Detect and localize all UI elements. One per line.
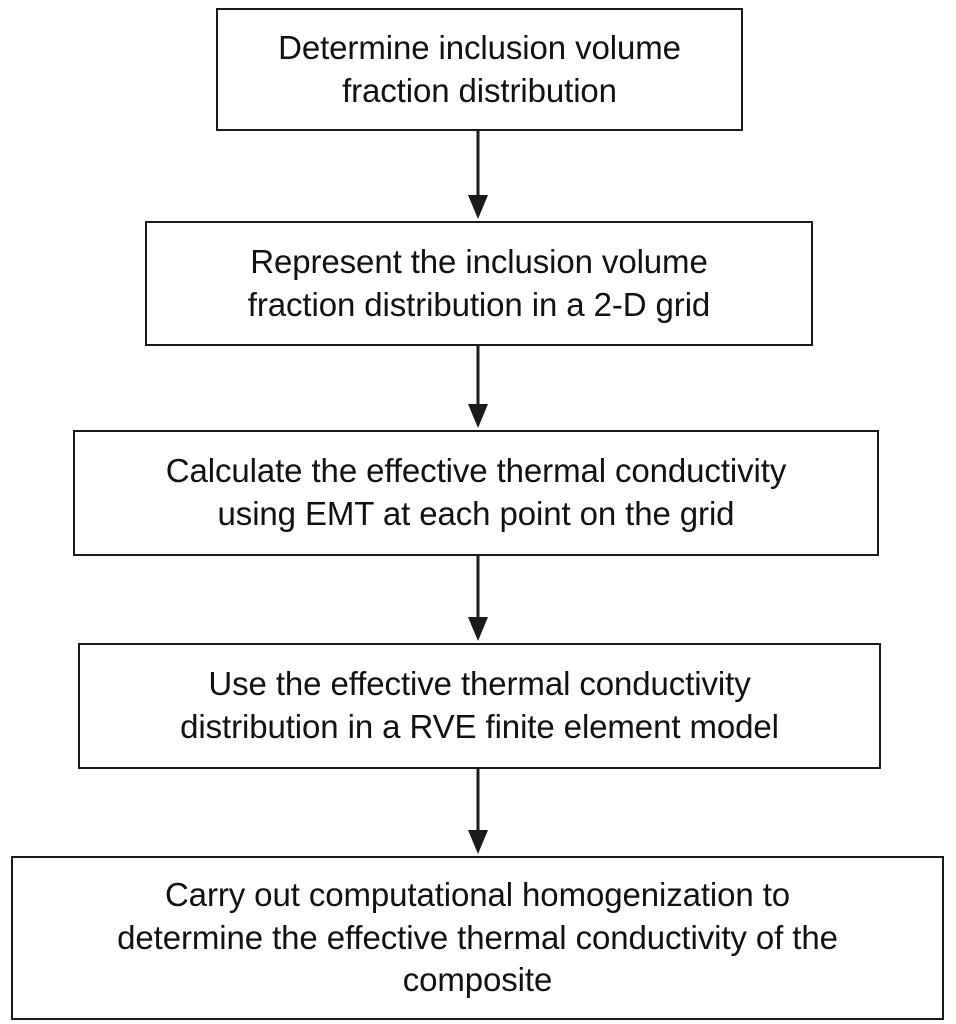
flowchart-connector-3: [464, 556, 492, 643]
down-arrow-icon: [468, 346, 488, 428]
flowchart-node-step-4[interactable]: Use the effective thermal conductivity d…: [78, 643, 881, 769]
flowchart-node-label: Use the effective thermal conductivity d…: [180, 665, 779, 745]
down-arrow-icon: [468, 769, 488, 854]
down-arrow-icon: [468, 556, 488, 641]
flowchart-node-label: Represent the inclusion volume fraction …: [247, 242, 711, 323]
flowchart-connector-4: [464, 769, 492, 856]
flowchart-node-label: Carry out computational homogenization t…: [117, 875, 838, 999]
flowchart-node-step-1[interactable]: Determine inclusion volume fraction dist…: [216, 8, 743, 131]
flowchart-node-step-5[interactable]: Carry out computational homogenization t…: [11, 856, 944, 1020]
flowchart-node-label: Calculate the effective thermal conducti…: [165, 452, 787, 532]
flowchart-node-step-2[interactable]: Represent the inclusion volume fraction …: [145, 221, 813, 346]
flowchart-node-step-3[interactable]: Calculate the effective thermal conducti…: [73, 430, 879, 556]
flowchart-node-label: Determine inclusion volume fraction dist…: [278, 28, 681, 109]
down-arrow-icon: [468, 131, 488, 219]
flowchart-connector-2: [464, 346, 492, 430]
flowchart-connector-1: [464, 131, 492, 221]
